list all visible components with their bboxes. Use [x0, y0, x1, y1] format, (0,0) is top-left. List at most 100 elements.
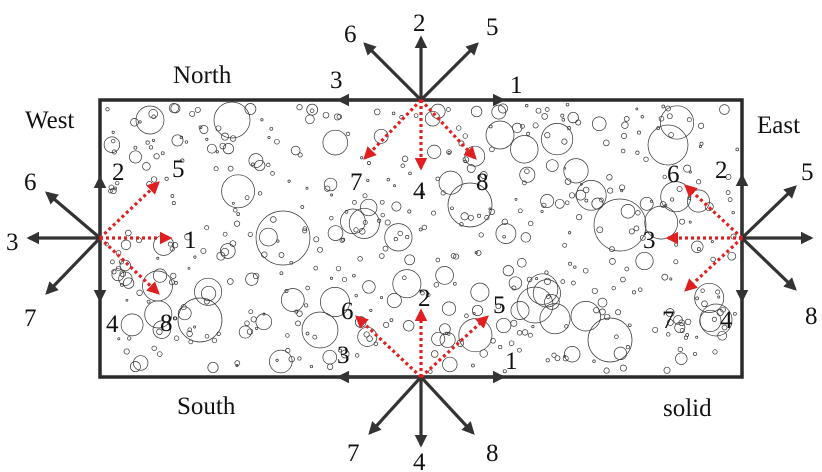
pore-circle — [367, 161, 371, 165]
pore-circle — [679, 328, 685, 334]
pore-circle — [628, 323, 632, 327]
pore-circle — [717, 295, 721, 299]
pore-circle — [684, 318, 692, 326]
pore-circle — [606, 174, 613, 181]
west-dir-2: 2 — [112, 159, 125, 186]
north-dir-7: 7 — [350, 169, 363, 196]
pore-circle — [563, 158, 589, 184]
pore-circle — [698, 122, 705, 129]
pore-circle — [611, 285, 616, 291]
pore-circle — [666, 113, 673, 120]
pore-circle — [665, 308, 675, 318]
pore-circle — [735, 147, 739, 152]
pore-circle — [151, 138, 156, 142]
pore-circle — [633, 225, 640, 232]
pore-circle — [489, 146, 495, 153]
pore-circle — [462, 133, 468, 139]
pore-circle — [148, 145, 154, 150]
pore-circle — [355, 353, 360, 358]
pore-circle — [336, 114, 342, 120]
pore-circle — [301, 311, 339, 349]
pore-circle — [360, 156, 364, 160]
pore-circle — [635, 251, 654, 271]
pore-circle — [136, 289, 143, 296]
pore-circle — [669, 277, 673, 281]
pore-circle — [696, 247, 701, 252]
pore-circle — [222, 143, 234, 155]
pore-circle — [731, 210, 735, 215]
pore-circle — [120, 313, 144, 337]
pore-circle — [656, 126, 661, 130]
pore-circle — [580, 182, 583, 186]
pore-circle — [312, 334, 318, 340]
south-dir-8: 8 — [486, 440, 499, 467]
pore-circle — [340, 208, 366, 235]
pore-circle — [227, 165, 234, 172]
pore-circle — [164, 176, 169, 181]
pore-circle — [576, 214, 583, 221]
pore-circle — [248, 153, 264, 168]
west-outer-arrow-7 — [45, 236, 102, 295]
pore-circle — [679, 218, 686, 225]
pore-circle — [138, 120, 142, 124]
pore-circle — [400, 163, 405, 168]
pore-circle — [711, 316, 717, 322]
pore-circle — [204, 225, 210, 231]
north-dir-8: 8 — [476, 169, 489, 196]
pore-circle — [696, 179, 702, 185]
pore-circle — [427, 144, 442, 159]
pore-circle — [111, 269, 117, 275]
pore-circle — [198, 125, 203, 130]
pore-circle — [519, 166, 536, 183]
pore-circle — [670, 197, 675, 202]
pore-circle — [380, 212, 385, 218]
pore-circle — [167, 241, 173, 247]
pore-circle — [391, 201, 402, 212]
label-south: South — [177, 393, 236, 420]
pore-circle — [146, 299, 151, 304]
pore-circle — [661, 273, 669, 281]
pore-circle — [665, 105, 671, 112]
pore-circle — [631, 290, 637, 295]
pore-circle — [725, 190, 731, 195]
pore-circle — [441, 301, 457, 316]
pore-circle — [111, 138, 116, 144]
east-dir-7: 7 — [662, 307, 675, 334]
pore-circle — [201, 285, 217, 302]
north-dir-1: 1 — [510, 72, 523, 99]
south-inner-arrow-6 — [355, 315, 423, 379]
pore-circle — [620, 148, 626, 154]
pore-circle — [305, 186, 309, 190]
pore-circle — [402, 275, 407, 281]
west-dir-6: 6 — [24, 169, 37, 196]
pore-circle — [379, 199, 385, 205]
pore-circle — [339, 237, 345, 243]
pore-circle — [384, 223, 413, 252]
pore-circle — [561, 138, 568, 145]
pore-circle — [184, 140, 189, 144]
west-dir-7: 7 — [24, 305, 37, 332]
pore-circle — [716, 309, 724, 317]
pore-circle — [471, 363, 475, 368]
pore-circle — [125, 229, 132, 237]
pore-circle — [205, 137, 209, 141]
pore-circle — [621, 121, 629, 129]
pore-circle — [666, 319, 674, 326]
pore-circle — [420, 291, 425, 296]
pore-circle — [229, 135, 237, 142]
pore-circle — [678, 319, 685, 327]
pore-circle — [335, 265, 342, 272]
pore-circle — [528, 220, 534, 227]
pore-circle — [203, 298, 210, 305]
pore-circle — [401, 155, 409, 162]
east-dir-5: 5 — [801, 159, 814, 186]
south-dir-2: 2 — [418, 285, 431, 312]
pore-circle — [145, 140, 150, 145]
east-dir-6: 6 — [667, 161, 680, 188]
pore-circle — [545, 294, 551, 299]
pore-circle — [373, 341, 378, 346]
pore-circle — [570, 301, 601, 332]
pore-circle — [305, 331, 310, 336]
pore-circle — [635, 150, 640, 155]
pore-circle — [207, 143, 217, 154]
